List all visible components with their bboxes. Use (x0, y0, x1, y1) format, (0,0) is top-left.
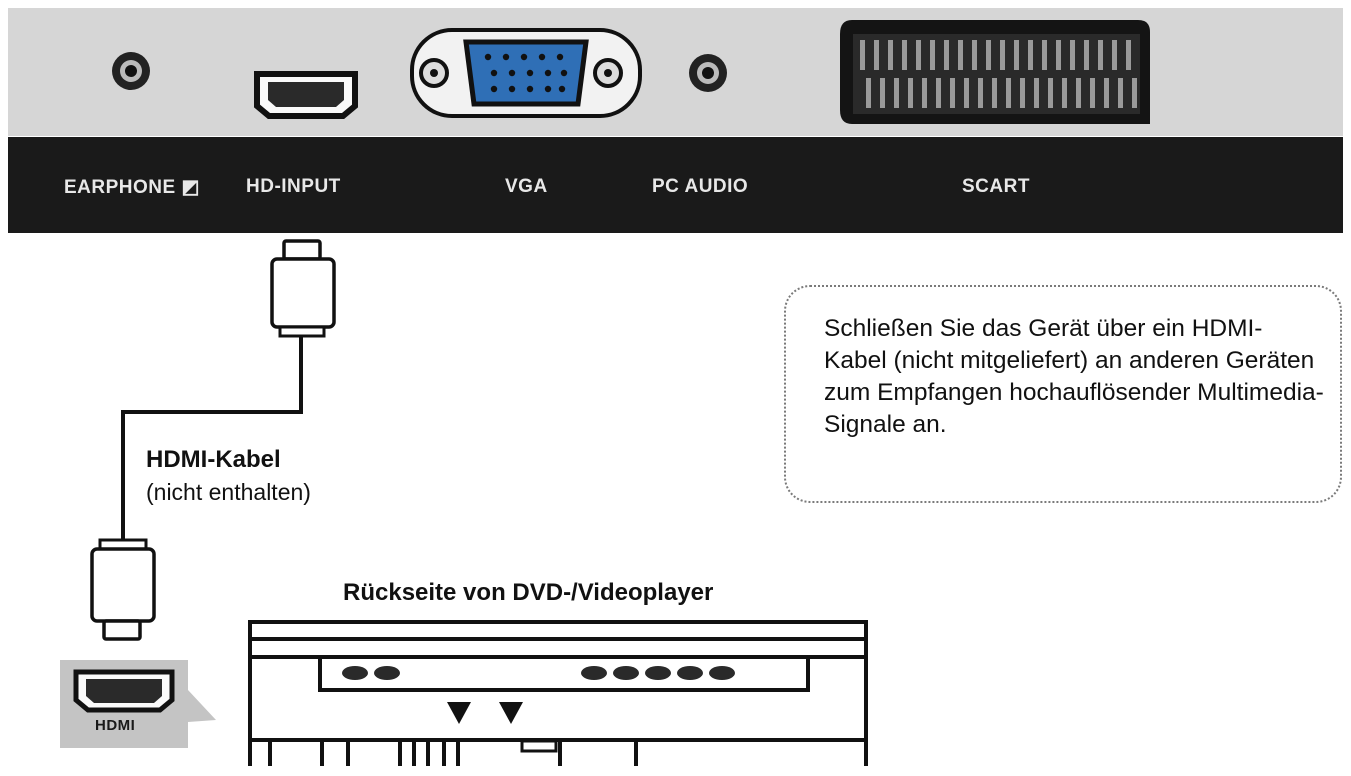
scart-pin (1042, 40, 1047, 70)
scart-pin (1034, 78, 1039, 108)
scart-pin (860, 40, 865, 70)
scart-pin (880, 78, 885, 108)
scart-pin (964, 78, 969, 108)
scart-pin (936, 78, 941, 108)
hdmi-plug-bottom-icon (90, 538, 156, 641)
scart-pin (1062, 78, 1067, 108)
scart-pin (986, 40, 991, 70)
scart-pin (908, 78, 913, 108)
vga-label: VGA (505, 176, 548, 197)
scart-pin (1098, 40, 1103, 70)
pc-audio-label: PC AUDIO (652, 176, 749, 197)
port-label-bar (8, 137, 1343, 233)
scart-pin (874, 40, 879, 70)
scart-pin (1112, 40, 1117, 70)
note-text: Schließen Sie das Gerät über ein HDMI-Ka… (824, 315, 1324, 438)
scart-pin (1000, 40, 1005, 70)
scart-pin (1132, 78, 1137, 108)
hdmi-port-label: HDMI (95, 717, 136, 734)
scart-pin (1014, 40, 1019, 70)
scart-pin (972, 40, 977, 70)
cable-title: HDMI-Kabel (146, 446, 281, 473)
scart-label: SCART (962, 176, 1030, 197)
scart-pin (922, 78, 927, 108)
scart-pin (944, 40, 949, 70)
earphone-jack-icon (112, 52, 150, 90)
note-box (784, 285, 1342, 503)
scart-pin (1090, 78, 1095, 108)
scart-pin (958, 40, 963, 70)
scart-pin (930, 40, 935, 70)
scart-pin (902, 40, 907, 70)
scart-pin (1006, 78, 1011, 108)
scart-pin (1070, 40, 1075, 70)
scart-pin (1048, 78, 1053, 108)
scart-pin (1126, 40, 1131, 70)
scart-pin (888, 40, 893, 70)
scart-pin (978, 78, 983, 108)
scart-pin (1076, 78, 1081, 108)
dvd-player-title: Rückseite von DVD-/Videoplayer (343, 579, 714, 606)
scart-pin (1118, 78, 1123, 108)
scart-pin (950, 78, 955, 108)
headphone-icon: ◩ (181, 177, 200, 198)
vga-port-icon (410, 28, 642, 118)
hd-input-label: HD-INPUT (246, 176, 341, 197)
scart-pin (992, 78, 997, 108)
scart-port-icon (840, 20, 1150, 124)
scart-pin (1056, 40, 1061, 70)
hdmi-callout (60, 660, 216, 748)
hdmi-port-icon (254, 71, 358, 119)
scart-pin (1028, 40, 1033, 70)
dvd-player-back (248, 620, 868, 766)
scart-pin (866, 78, 871, 108)
scart-pin (916, 40, 921, 70)
hdmi-plug-icon (270, 239, 336, 338)
scart-pin (894, 78, 899, 108)
earphone-label: EARPHONE ◩ (64, 177, 200, 198)
scart-pin (1084, 40, 1089, 70)
audio-jack-icon (689, 54, 727, 92)
cable-subtitle: (nicht enthalten) (146, 479, 311, 505)
scart-pin (1104, 78, 1109, 108)
scart-pin (1020, 78, 1025, 108)
hdmi-cable (121, 333, 303, 543)
